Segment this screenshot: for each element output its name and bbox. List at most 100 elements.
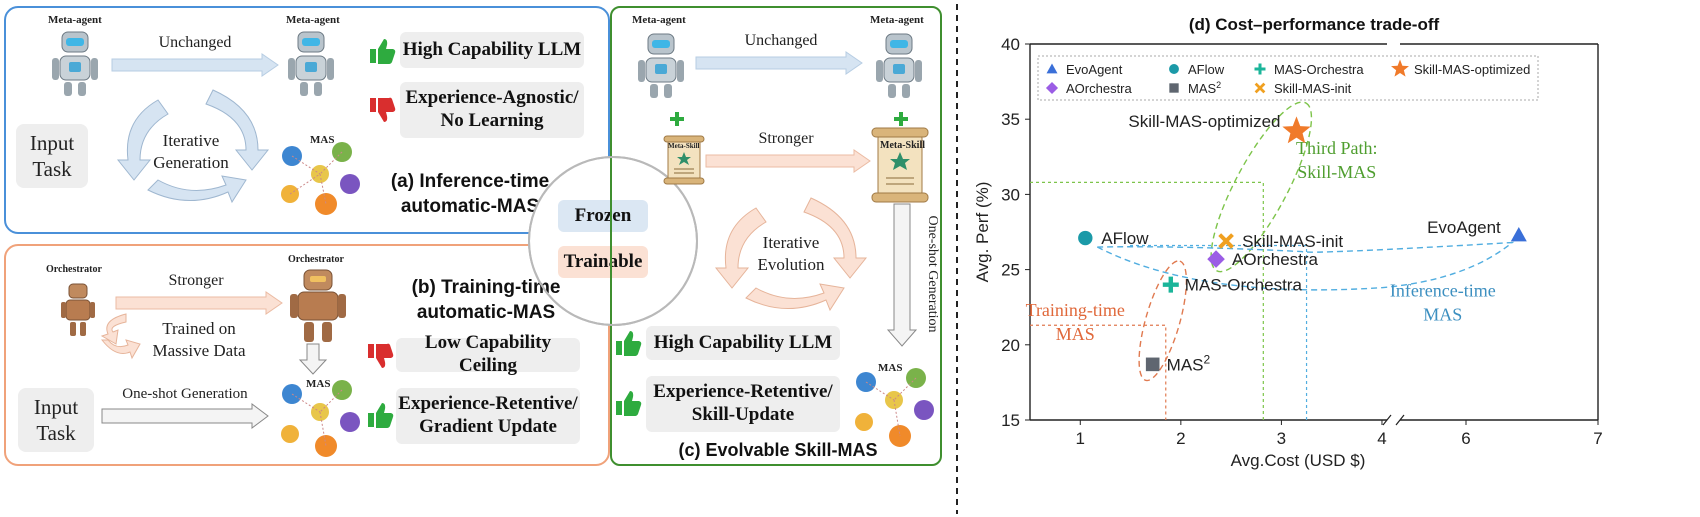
third-path-label-1: Third Path: (1296, 138, 1378, 158)
experience-retentive-tag: Experience-Retentive/ Gradient Update (396, 388, 580, 444)
y-axis-label: Avg. Perf (%) (973, 182, 992, 283)
thumb-up-icon (616, 391, 642, 416)
y-tick-label: 30 (1001, 185, 1020, 204)
legend-marker-aflow (1169, 64, 1179, 74)
robot-icon-c-left (638, 33, 684, 98)
trained-line1: Trained on (162, 319, 236, 338)
stronger-arrow (115, 291, 283, 315)
orchestrator-icon-left (61, 283, 95, 336)
meta-agent-label: Meta-agent (286, 14, 340, 26)
input-task-line2: Task (36, 421, 76, 445)
skill-mas-region-guide (1030, 181, 1264, 420)
y-tick-label: 20 (1001, 336, 1020, 355)
x-tick-label: 6 (1461, 429, 1470, 448)
legend-marker-skill-mas-init (1254, 82, 1266, 94)
data-label-skill-mas-optimized: Skill-MAS-optimized (1128, 112, 1280, 131)
y-tick-label: 40 (1001, 35, 1020, 54)
data-label-skill-mas-init: Skill-MAS-init (1242, 232, 1343, 251)
meta-agent-label: Meta-agent (870, 14, 924, 26)
data-point-aorchestra (1207, 250, 1225, 268)
thumb-down-icon (370, 97, 396, 122)
meta-agent-label: Meta-agent (632, 14, 686, 26)
data-point-aflow (1078, 230, 1093, 246)
experience-retentive-line1: Experience-Retentive/ (653, 381, 833, 403)
x-tick-label: 4 (1377, 429, 1386, 448)
iterative-line1: Iterative (162, 131, 220, 150)
panel-c-title: (c) Evolvable Skill-MAS (678, 440, 878, 460)
training-label-1: Training-time (1026, 300, 1125, 320)
iterative-generation-label: Iterative Generation (136, 130, 246, 174)
high-capability-tag: High Capability LLM (400, 32, 584, 68)
legend-box (1037, 55, 1539, 101)
chart-title: (d) Cost–performance trade-off (1189, 15, 1440, 34)
inference-ellipse (1096, 241, 1515, 291)
oneshot-label: One-shot Generation (122, 386, 248, 402)
y-tick-label: 15 (1001, 411, 1020, 430)
legend-label-aorchestra: AOrchestra (1066, 81, 1133, 96)
x-tick-label: 2 (1176, 429, 1185, 448)
panel-a-title-line2: automatic-MAS (400, 195, 540, 217)
panel-a-title: (a) Inference-time automatic-MAS (370, 170, 570, 219)
mas-robots-icon (281, 380, 360, 457)
data-label-mas-orchestra: MAS-Orchestra (1185, 276, 1303, 295)
thumb-down-icon (368, 343, 394, 368)
meta-agent-label: Meta-agent (48, 14, 102, 26)
inference-label-2: MAS (1423, 305, 1462, 325)
mas-robots-icon (855, 368, 934, 447)
robot-icon-a-left (52, 31, 98, 96)
meta-skill-scroll-big (871, 127, 929, 203)
robot-icon-a-right (288, 31, 334, 96)
inference-label-1: Inference-time (1390, 281, 1496, 301)
x-tick-label: 1 (1076, 429, 1085, 448)
meta-skill-scroll-small (663, 135, 705, 185)
orchestrator-label: Orchestrator (288, 254, 344, 265)
experience-agnostic-tag: Experience-Agnostic/ No Learning (400, 82, 584, 138)
legend-label-evoagent: EvoAgent (1066, 62, 1123, 77)
x-axis-label: Avg.Cost (USD $) (1231, 451, 1366, 470)
panel-b-title: (b) Training-time automatic-MAS (386, 276, 586, 325)
legend-marker-skill-mas-optimized (1391, 59, 1409, 77)
panel-inference-time (4, 6, 610, 234)
axis-break-mark (1382, 414, 1392, 426)
panel-training-time (4, 244, 610, 466)
experience-retentive-line2: Gradient Update (419, 416, 557, 437)
robot-icon-c-right (876, 33, 922, 98)
mas-label: MAS (878, 362, 903, 374)
low-capability-tag: Low Capability Ceiling (396, 332, 580, 376)
training-label-2: MAS (1056, 324, 1095, 344)
training-region-guide (1030, 324, 1167, 420)
plus-icon (894, 112, 908, 126)
thumb-up-icon (368, 403, 394, 428)
legend-marker-mas-orchestra (1254, 63, 1266, 75)
data-point-mas (1145, 357, 1160, 372)
experience-agnostic-line1: Experience-Agnostic/ (405, 87, 579, 109)
experience-agnostic-line2: No Learning (440, 110, 544, 131)
iterative-line2: Generation (153, 153, 229, 173)
unchanged-arrow (695, 51, 863, 75)
inference-region-guide (1130, 244, 1308, 420)
superscript: 2 (1216, 80, 1221, 90)
input-task-line2: Task (32, 157, 72, 181)
evolution-cycle-icon (714, 197, 868, 312)
input-task-line1: Input (29, 130, 75, 155)
legend-label-skill-mas-init: Skill-MAS-init (1274, 81, 1352, 96)
down-arrow (298, 343, 328, 375)
experience-retentive-line1: Experience-Retentive/ (398, 393, 578, 415)
stronger-arrow (705, 149, 871, 173)
skill-mas-ellipse (1210, 101, 1313, 273)
data-point-skill-mas-optimized (1282, 116, 1311, 144)
data-label-aflow: AFlow (1101, 229, 1149, 248)
legend-label-skill-mas-optimized: Skill-MAS-optimized (1414, 62, 1530, 77)
panel-a-title-line1: (a) Inference-time (390, 171, 550, 192)
x-tick-label: 7 (1593, 429, 1602, 448)
legend-marker-aorchestra (1045, 81, 1059, 95)
axis-break-mark (1395, 414, 1405, 426)
oneshot-vertical-label: One-shot Generation (925, 215, 940, 333)
meta-skill-label-big: Meta-Skill (880, 140, 925, 151)
thumb-up-icon (616, 331, 642, 356)
section-divider (956, 4, 958, 514)
data-point-mas-orchestra (1162, 276, 1179, 293)
evolution-line2: Evolution (757, 255, 825, 275)
high-capability-tag: High Capability LLM (646, 326, 840, 360)
legend-label-mas: MAS2 (1188, 80, 1221, 96)
